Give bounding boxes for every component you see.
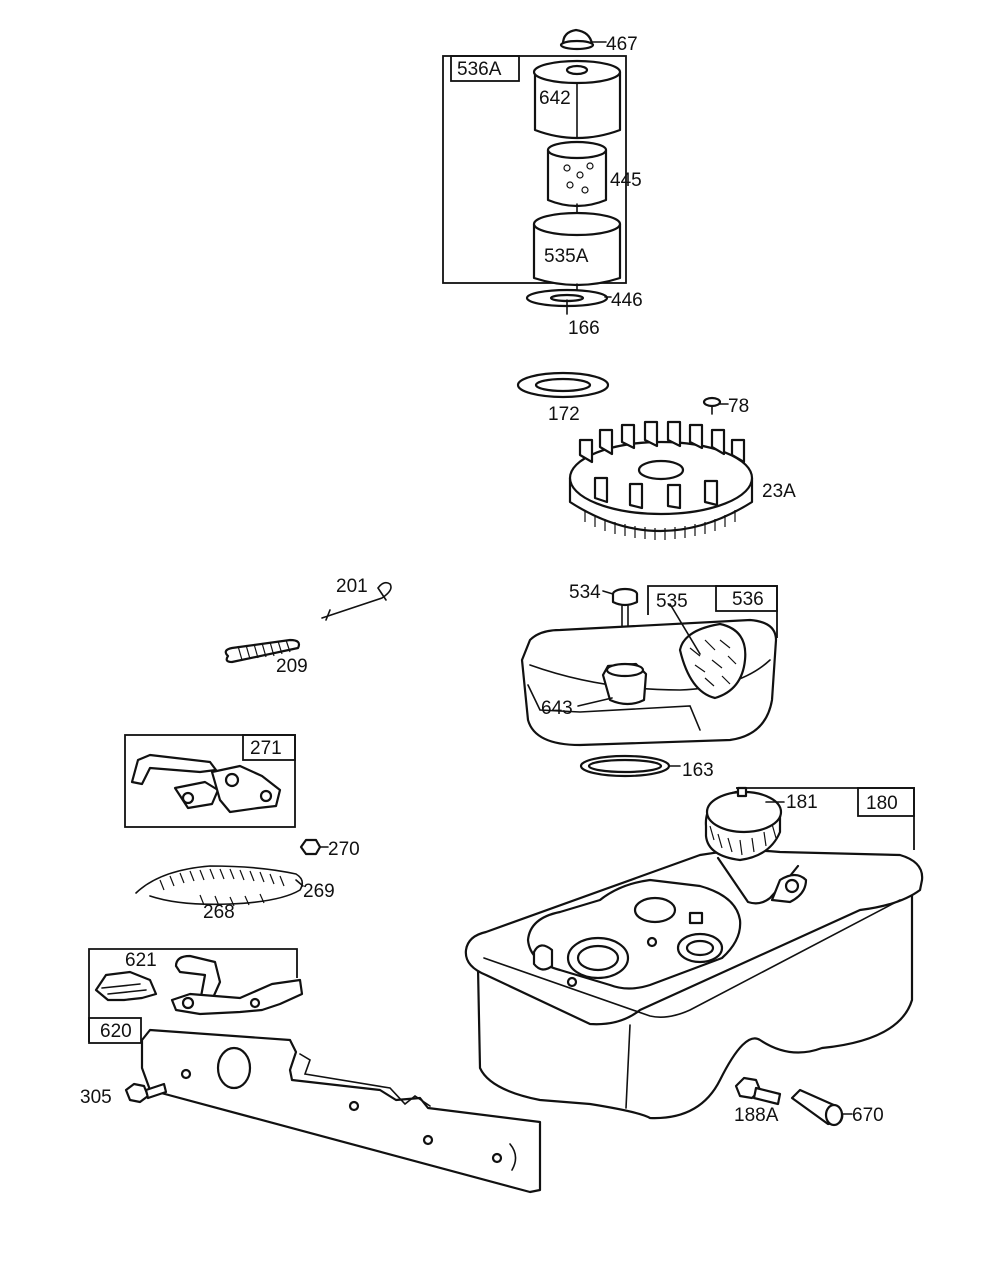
kit-box-621 (88, 948, 298, 1042)
kit-tag-620 (88, 1017, 142, 1044)
part-label-535: 535 (656, 591, 688, 612)
part-label-172: 172 (548, 404, 580, 425)
part-label-643: 643 (541, 698, 573, 719)
fuel-filter-670 (790, 1088, 844, 1127)
fuel-tank-body (476, 878, 914, 1120)
nut-270 (299, 838, 322, 856)
governor-spring-268-269 (135, 865, 304, 907)
kit-box-536A (442, 55, 627, 284)
part-label-445: 445 (610, 170, 642, 191)
part-label-209: 209 (276, 656, 308, 677)
part-label-446: 446 (611, 290, 643, 311)
governor-link-201 (321, 581, 392, 621)
part-label-269: 269 (303, 881, 335, 902)
part-label-181: 181 (786, 792, 818, 813)
fitting-188A (734, 1076, 782, 1106)
filler-neck (716, 856, 800, 905)
screw-78 (702, 396, 722, 415)
air-cleaner-assembly: 536A 467 642 445 (442, 28, 643, 339)
part-label-642: 642 (539, 88, 571, 109)
part-label-535A: 535A (544, 246, 589, 267)
part-label-163: 163 (682, 760, 714, 781)
part-label-166: 166 (568, 318, 600, 339)
elbow-643 (601, 662, 648, 706)
part-label-536A: 536A (457, 59, 502, 80)
part-label-467: 467 (606, 34, 638, 55)
part-label-78: 78 (728, 396, 749, 417)
part-label-621: 621 (125, 950, 157, 971)
screw-305 (124, 1082, 168, 1104)
kit-tag-180 (857, 787, 915, 817)
part-label-534: 534 (569, 582, 601, 603)
fuel-cap-181 (704, 786, 783, 862)
kit-box-536 (647, 585, 778, 638)
governor-lever-kit: 271 (124, 734, 296, 828)
part-label-271: 271 (250, 738, 282, 759)
part-label-670: 670 (852, 1105, 884, 1126)
governor-lever-271 (130, 753, 218, 786)
wing-nut-467 (559, 28, 595, 51)
kit-tag-536 (715, 585, 778, 612)
gasket-163 (579, 754, 671, 778)
part-label-180: 180 (866, 793, 898, 814)
plate-hole (216, 1046, 252, 1090)
part-label-23A: 23A (762, 481, 796, 502)
part-label-268: 268 (203, 902, 235, 923)
cover-642 (532, 59, 622, 140)
part-label-620: 620 (100, 1021, 132, 1042)
filter-cartridge-445 (546, 140, 608, 219)
part-label-536: 536 (732, 589, 764, 610)
spring-209 (224, 638, 301, 664)
part-label-201: 201 (336, 576, 368, 597)
kit-tag-271 (242, 734, 296, 761)
pre-cleaner-535A (532, 211, 622, 297)
part-label-305: 305 (80, 1087, 112, 1108)
fuel-tank-assembly: 180 181 (464, 786, 924, 1120)
part-label-270: 270 (328, 839, 360, 860)
kit-tag-536A (450, 55, 520, 82)
part-label-188A: 188A (734, 1105, 779, 1126)
gasket-446 (525, 288, 609, 315)
air-cleaner-base-assembly: 536 534 535 643 (520, 582, 778, 747)
washer-172 (516, 371, 610, 399)
flywheel-23A (568, 420, 754, 540)
kit-box-271 (124, 734, 296, 828)
control-plate-assembly: 620 621 (88, 948, 542, 1194)
